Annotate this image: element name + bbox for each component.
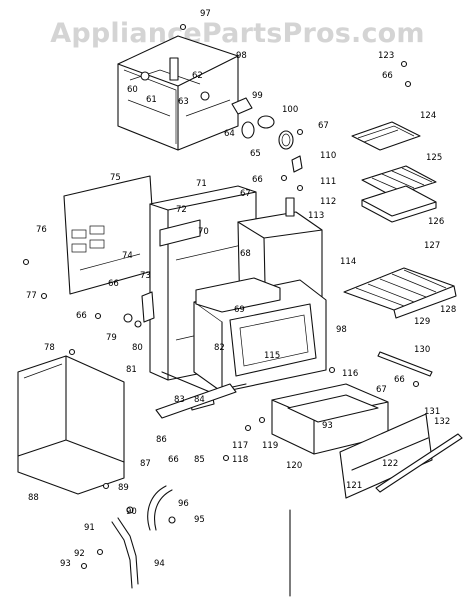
part-label: 130 <box>414 345 430 355</box>
screw-97 <box>179 23 187 31</box>
part-label: 94 <box>154 559 165 569</box>
part-number-labels: 97 98 62 60 61 63 99 100 64 65 67 123 66 124 125 126 110… <box>26 9 456 569</box>
part-label: 132 <box>434 417 450 427</box>
part-label: 100 <box>282 105 298 115</box>
part-label: 81 <box>126 365 137 375</box>
part-label: 67 <box>318 121 329 131</box>
part-label: 91 <box>84 523 95 533</box>
broiler-pan <box>361 185 437 223</box>
part-label: 62 <box>192 71 203 81</box>
part-label: 111 <box>320 177 336 187</box>
part-label: 95 <box>194 515 205 525</box>
part-label: 70 <box>198 227 209 237</box>
drawer-rails <box>375 351 463 493</box>
part-label: 99 <box>252 91 263 101</box>
part-label: 84 <box>194 395 205 405</box>
part-label: 61 <box>146 95 157 105</box>
part-label: 125 <box>426 153 442 163</box>
part-label: 66 <box>252 175 263 185</box>
part-label: 121 <box>346 481 362 491</box>
part-label: 128 <box>440 305 456 315</box>
part-label: 98 <box>336 325 347 335</box>
part-label: 66 <box>394 375 405 385</box>
top-housing <box>117 35 239 151</box>
part-label: 73 <box>140 271 151 281</box>
part-label: 85 <box>194 455 205 465</box>
part-label: 124 <box>420 111 436 121</box>
part-label: 83 <box>174 395 185 405</box>
part-label: 116 <box>342 369 358 379</box>
part-label: 120 <box>286 461 302 471</box>
part-label: 127 <box>424 241 440 251</box>
part-label: 71 <box>196 179 207 189</box>
part-label: 97 <box>200 9 211 19</box>
part-label: 90 <box>126 507 137 517</box>
part-label: 86 <box>156 435 167 445</box>
part-label: 65 <box>250 149 261 159</box>
part-label: 129 <box>414 317 430 327</box>
part-label: 63 <box>178 97 189 107</box>
part-label: 79 <box>106 333 117 343</box>
part-label: 66 <box>168 455 179 465</box>
part-label: 112 <box>320 197 336 207</box>
oven-rack <box>343 267 457 319</box>
fasteners <box>22 155 420 490</box>
right-fasteners <box>400 60 412 88</box>
part-label: 82 <box>214 343 225 353</box>
part-label: 88 <box>28 493 39 503</box>
side-bracket <box>123 291 155 328</box>
broiler-rack <box>351 121 421 151</box>
part-label: 67 <box>240 189 251 199</box>
part-label: 80 <box>132 343 143 353</box>
part-label: 98 <box>236 51 247 61</box>
part-label: 60 <box>127 85 138 95</box>
part-label: 64 <box>224 129 235 139</box>
gas-tubing <box>80 485 291 597</box>
part-label: 113 <box>308 211 324 221</box>
part-label: 115 <box>264 351 280 361</box>
watermark-text: AppliancePartsPros.com <box>50 18 425 49</box>
part-label: 68 <box>240 249 251 259</box>
part-label: 74 <box>122 251 133 261</box>
part-label: 66 <box>108 279 119 289</box>
part-label: 69 <box>234 305 245 315</box>
part-label: 76 <box>36 225 47 235</box>
part-label: 93 <box>60 559 71 569</box>
oven-liner <box>195 277 281 313</box>
part-label: 96 <box>178 499 189 509</box>
part-label: 75 <box>110 173 121 183</box>
broiler-grid <box>361 165 437 197</box>
drawer-front <box>339 413 433 499</box>
part-label: 78 <box>44 343 55 353</box>
part-label: 119 <box>262 441 278 451</box>
part-label: 122 <box>382 459 398 469</box>
valve-parts <box>231 97 304 150</box>
left-side-panel <box>17 355 125 495</box>
part-label: 66 <box>382 71 393 81</box>
part-label: 118 <box>232 455 248 465</box>
part-label: 131 <box>424 407 440 417</box>
part-label: 89 <box>118 483 129 493</box>
part-label: 110 <box>320 151 336 161</box>
part-label: 92 <box>74 549 85 559</box>
part-label: 117 <box>232 441 248 451</box>
part-label: 77 <box>26 291 37 301</box>
part-label: 66 <box>76 311 87 321</box>
part-label: 126 <box>428 217 444 227</box>
part-label: 93 <box>322 421 333 431</box>
part-label: 72 <box>176 205 187 215</box>
part-label: 87 <box>140 459 151 469</box>
part-label: 114 <box>340 257 356 267</box>
part-label: 67 <box>376 385 387 395</box>
floor-bracket <box>155 383 237 419</box>
part-label: 123 <box>378 51 394 61</box>
